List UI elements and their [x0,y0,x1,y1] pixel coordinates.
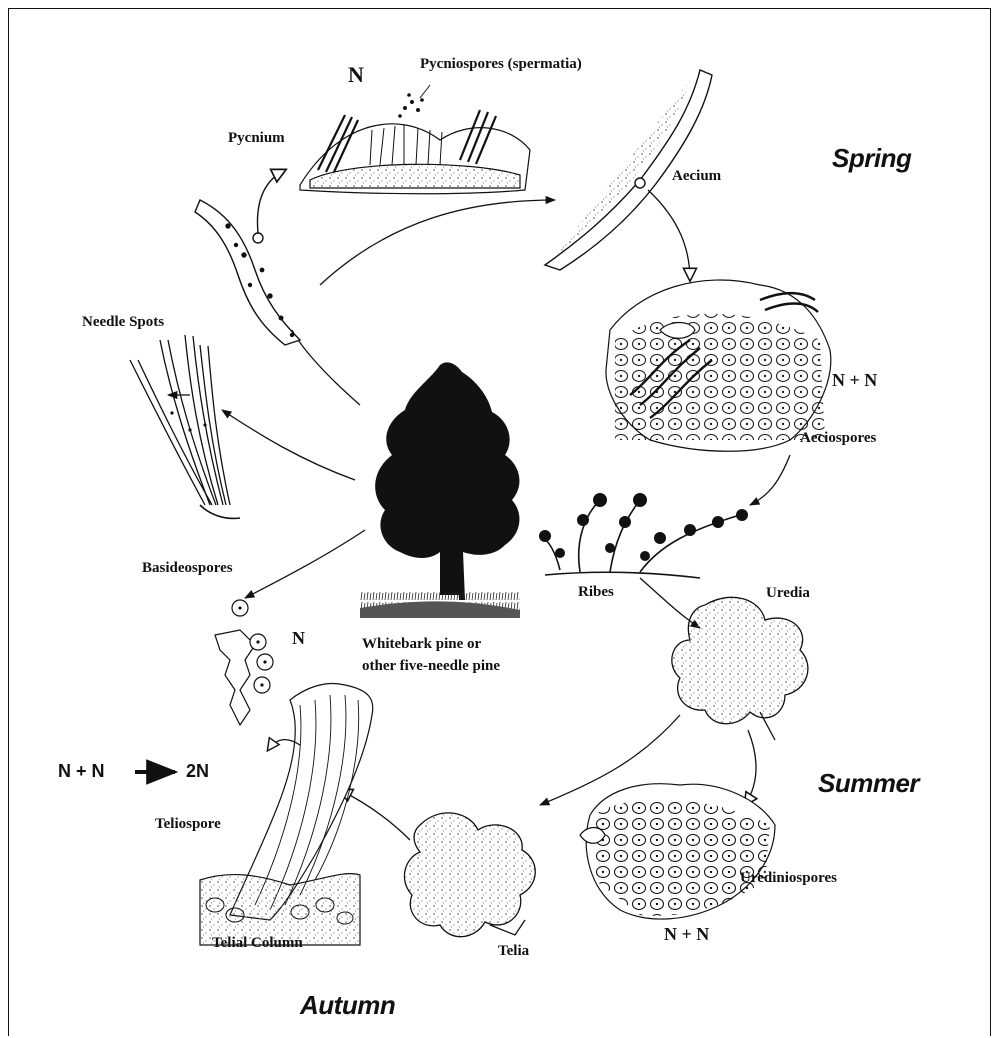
telia-label: Telia [498,943,529,960]
teliospore-label: Teliospore [155,816,221,833]
ploidy-n-plus-n-left-label: N + N [58,761,105,782]
arrow-tree-to-basidiospore [245,530,365,598]
arrow-pycnium-to-aecium [320,200,555,285]
season-summer-label: Summer [818,768,919,799]
basideospores-label: Basideospores [142,560,233,577]
telia-leaf [340,790,535,937]
ribes-label: Ribes [578,584,614,601]
aecium-label: Aecium [672,168,721,185]
ribes-bush [539,493,748,578]
tree-caption-line1: Whitebark pine or [362,636,481,653]
needle-spots-label: Needle Spots [82,314,164,331]
ploidy-2n-label: 2N [186,761,209,782]
season-spring-label: Spring [832,143,911,174]
aeciospores-section [606,280,831,451]
pycnium-section [300,85,530,194]
arrow-aeciospores-to-ribes [750,455,790,505]
season-autumn-label: Autumn [300,990,395,1021]
ploidy-n-top-label: N [348,62,364,88]
arrow-tree-to-needle [292,330,360,405]
pycniospores-label: Pycniospores (spermatia) [420,56,582,73]
ploidy-n-plus-n-urediniospores-label: N + N [664,924,709,945]
urediniospores-label: Urediniospores [740,870,837,887]
basidium [215,600,273,725]
aeciospores-label: Aeciospores [800,430,876,447]
pycnium-label: Pycnium [228,130,285,147]
needle-spots-needles [130,335,240,518]
telial-column-label: Telial Column [212,935,303,952]
pycnium-stem [195,170,300,345]
tree-caption-line2: other five-needle pine [362,658,500,675]
uredia-leaf [672,597,808,805]
uredia-label: Uredia [766,585,810,602]
telial-column [200,683,373,945]
pine-tree [360,362,520,618]
ploidy-n-basidiospore-label: N [292,628,305,649]
ploidy-n-plus-n-aeciospores-label: N + N [832,370,877,391]
urediniospores-section [580,784,775,919]
arrow-tree-to-needle-spots [222,410,355,480]
